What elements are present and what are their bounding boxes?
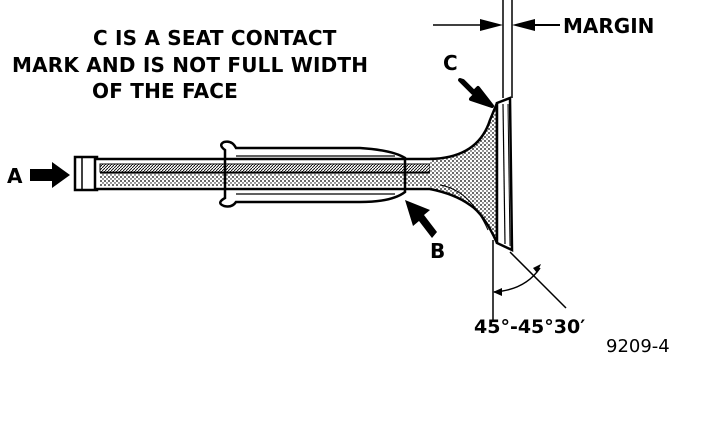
valve-neck [429, 102, 499, 244]
stem-bulge [219, 140, 407, 208]
label-c: C [443, 51, 458, 75]
arrow-c: C [443, 51, 494, 108]
label-b: B [430, 239, 445, 263]
note-text: C IS A SEAT CONTACT MARK AND IS NOT FULL… [12, 26, 368, 103]
arrow-a: A [7, 162, 70, 188]
arrow-a-icon [30, 162, 70, 188]
angle-label: 45°-45°30′ [474, 316, 585, 338]
stem-tip [73, 155, 99, 192]
note-line-1: C IS A SEAT CONTACT [93, 26, 337, 50]
valve-head [429, 96, 514, 252]
arrow-b: B [405, 200, 445, 263]
arrow-c-icon [458, 78, 494, 108]
figure-number: 9209-4 [606, 336, 670, 357]
margin-label: MARGIN [563, 14, 654, 38]
valve-stem [73, 140, 437, 208]
arrow-b-icon [405, 200, 437, 238]
margin-dimension: MARGIN [433, 0, 654, 98]
note-line-2: MARK AND IS NOT FULL WIDTH [12, 53, 368, 77]
note-line-3: OF THE FACE [92, 79, 238, 103]
label-a: A [7, 164, 23, 188]
angle-dimension: 45°-45°30′ [474, 240, 585, 338]
